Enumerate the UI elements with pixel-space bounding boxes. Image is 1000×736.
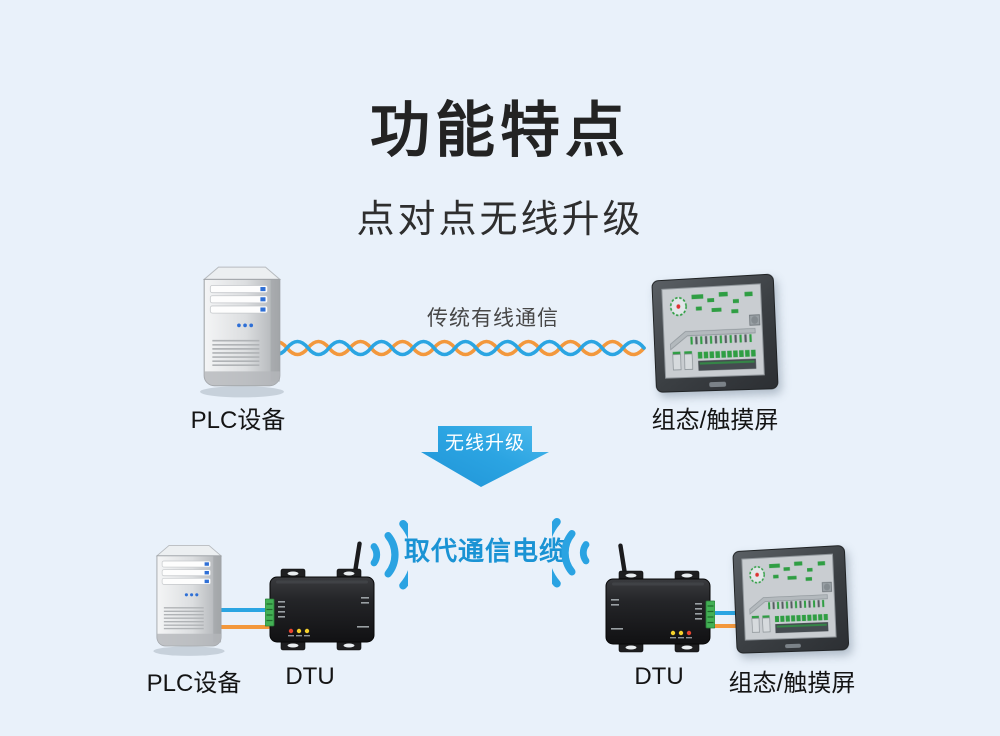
terminal-block-icon	[265, 599, 274, 626]
hmi-bezel-notch	[709, 382, 726, 387]
dtu-device-right	[600, 540, 715, 654]
hmi-screen-graphic	[661, 283, 765, 378]
wifi-waves-right-icon	[552, 510, 598, 590]
vent-lines	[212, 341, 259, 366]
led-indicator-icons	[670, 631, 692, 639]
page-subtitle: 点对点无线升级	[0, 188, 1000, 243]
status-led-dots	[237, 324, 253, 328]
hmi-touch-panel-top	[652, 277, 776, 391]
hmi-bezel-notch	[785, 644, 801, 649]
twisted-pair-cable	[266, 336, 664, 360]
wifi-waves-left-icon	[362, 512, 408, 592]
dtu-label-left: DTU	[225, 663, 395, 691]
plc-server-tower-top	[196, 263, 288, 400]
plc-server-tower-bottom	[150, 541, 228, 659]
page-title: 功能特点	[0, 82, 1000, 169]
hmi-frame	[651, 273, 778, 392]
hmi-label-bottom: 组态/触摸屏	[707, 663, 877, 698]
hmi-label-top: 组态/触摸屏	[630, 400, 800, 435]
upgrade-arrow-label: 无线升级	[438, 428, 532, 455]
hmi-frame	[732, 545, 849, 654]
wired-link-label: 传统有线通信	[373, 302, 613, 332]
hmi-screen-graphic	[741, 554, 836, 641]
plc-label-top: PLC设备	[153, 400, 323, 435]
drive-bay-icons	[210, 286, 267, 314]
led-indicator-icons	[288, 629, 310, 637]
hmi-touch-panel-bottom	[733, 548, 847, 652]
terminal-block-icon	[706, 601, 715, 628]
